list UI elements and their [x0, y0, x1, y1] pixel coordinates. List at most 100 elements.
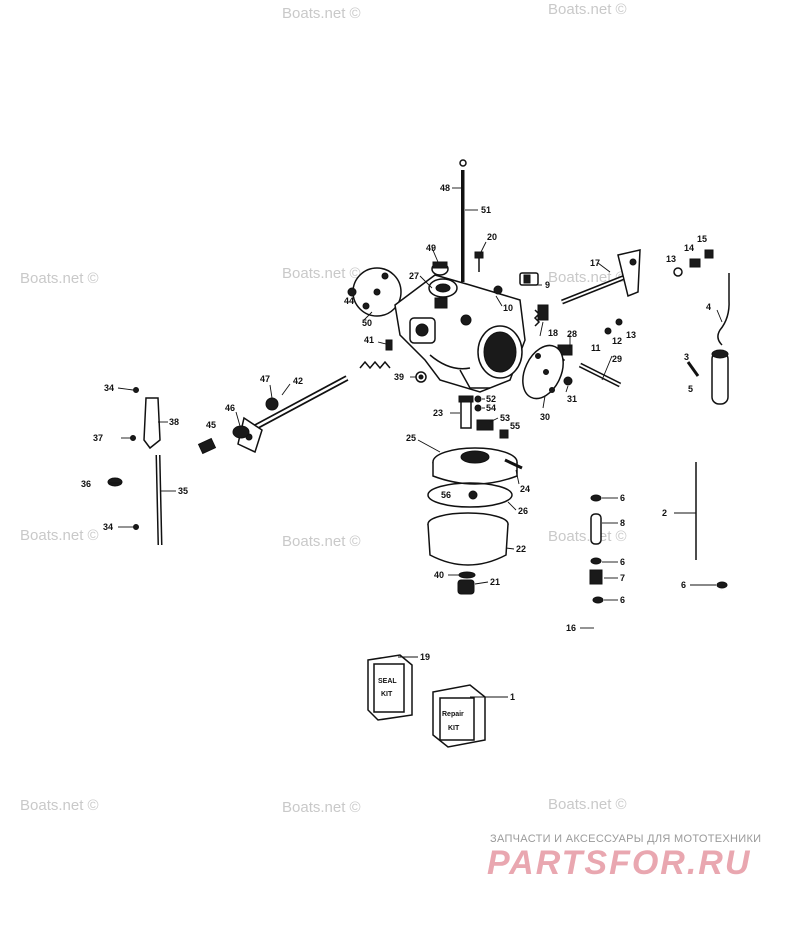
part-bushing-46 — [232, 425, 250, 439]
watermark: Boats.net © — [282, 799, 361, 816]
callout-6d: 6 — [681, 580, 686, 590]
callout-19: 19 — [420, 652, 430, 662]
callout-41: 41 — [364, 335, 374, 345]
callout-26: 26 — [518, 506, 528, 516]
repair-kit-label-2: KIT — [448, 725, 460, 732]
callout-38: 38 — [169, 417, 179, 427]
callout-34b: 34 — [103, 522, 113, 532]
callout-27: 27 — [409, 271, 419, 281]
callout-4: 4 — [706, 302, 711, 312]
seal-kit-label-1: SEAL — [378, 678, 397, 685]
callout-10: 10 — [503, 303, 513, 313]
callout-5: 5 — [688, 384, 693, 394]
part-rod-48-51 — [459, 159, 467, 282]
part-gasket-30 — [522, 344, 564, 400]
part-spring-41 — [359, 339, 393, 370]
callout-3: 3 — [684, 352, 689, 362]
part-56 — [468, 490, 478, 500]
callout-44: 44 — [344, 296, 354, 306]
callout-6c: 6 — [620, 595, 625, 605]
callout-28: 28 — [567, 329, 577, 339]
callout-6b: 6 — [620, 557, 625, 567]
callout-47: 47 — [260, 374, 270, 384]
part-plug-21 — [457, 579, 475, 595]
callout-39: 39 — [394, 372, 404, 382]
part-pin-24 — [504, 458, 523, 470]
callout-45: 45 — [206, 420, 216, 430]
callout-50: 50 — [362, 318, 372, 328]
callout-11: 11 — [591, 343, 601, 353]
callout-15: 15 — [697, 234, 707, 244]
part-shaft-42 — [237, 375, 349, 454]
part-gasket-50 — [352, 267, 402, 317]
watermark-layer: Boats.net © Boats.net © Boats.net © Boat… — [20, 1, 627, 816]
callout-2: 2 — [662, 508, 667, 518]
part-needle-23 — [458, 395, 474, 429]
callout-8: 8 — [620, 518, 625, 528]
part-47 — [265, 397, 279, 411]
part-clip-36 — [107, 477, 123, 487]
part-knob-49 — [431, 261, 449, 276]
part-clip-39 — [415, 371, 427, 383]
callout-54: 54 — [486, 403, 496, 413]
callout-48: 48 — [440, 183, 450, 193]
callout-13: 13 — [666, 254, 676, 264]
callout-14: 14 — [684, 243, 694, 253]
callout-16: 16 — [566, 623, 576, 633]
part-hose-8 — [590, 513, 602, 545]
part-fitting-9-10 — [493, 272, 539, 295]
callout-6a: 6 — [620, 493, 625, 503]
part-bracket-38 — [143, 397, 161, 450]
watermark: Boats.net © — [548, 796, 627, 813]
part-cylinder-5 — [711, 349, 729, 405]
part-pins-34-37 — [130, 387, 139, 530]
callout-13b: 13 — [626, 330, 636, 340]
callout-20: 20 — [487, 232, 497, 242]
callout-labels: 48 51 49 20 27 44 50 9 10 17 13 14 15 18… — [81, 183, 711, 702]
callout-42: 42 — [293, 376, 303, 386]
part-washers-52-54 — [474, 395, 482, 412]
leader-lines — [109, 187, 723, 698]
callout-53: 53 — [500, 413, 510, 423]
part-shaft-17 — [561, 249, 641, 305]
part-fuel-hose-16 — [596, 589, 724, 669]
callout-7: 7 — [620, 573, 625, 583]
part-screw-20 — [474, 251, 484, 272]
callout-34: 34 — [104, 383, 114, 393]
callout-22: 22 — [516, 544, 526, 554]
callout-30: 30 — [540, 412, 550, 422]
callout-9: 9 — [545, 280, 550, 290]
part-pin-3 — [686, 361, 700, 377]
callout-25: 25 — [406, 433, 416, 443]
callout-46: 46 — [225, 403, 235, 413]
part-screw-45 — [197, 437, 217, 455]
callout-31: 31 — [567, 394, 577, 404]
callout-1: 1 — [510, 692, 515, 702]
callout-12: 12 — [612, 336, 622, 346]
callout-36: 36 — [81, 479, 91, 489]
part-spring-18 — [533, 304, 549, 327]
callout-49: 49 — [426, 243, 436, 253]
callout-24: 24 — [520, 484, 530, 494]
watermark: Boats.net © — [20, 797, 99, 814]
callout-56: 56 — [441, 490, 451, 500]
callout-37: 37 — [93, 433, 103, 443]
callout-23: 23 — [433, 408, 443, 418]
part-link-4 — [717, 273, 730, 346]
watermark: Boats.net © — [20, 527, 99, 544]
callout-35: 35 — [178, 486, 188, 496]
part-clamps-6 — [590, 494, 728, 604]
watermark: Boats.net © — [282, 5, 361, 22]
callout-40: 40 — [434, 570, 444, 580]
callout-18: 18 — [548, 328, 558, 338]
part-53-55 — [476, 419, 509, 439]
seal-kit-label-2: KIT — [381, 691, 393, 698]
callout-17: 17 — [590, 258, 600, 268]
callout-55: 55 — [510, 421, 520, 431]
footer-tagline: ЗАПЧАСТИ И АКСЕССУАРЫ ДЛЯ МОТОТЕХНИКИ — [490, 833, 762, 845]
part-rod-35 — [155, 454, 163, 546]
footer-logo: PARTSFOR.RU — [487, 844, 752, 882]
seal-kit-19: SEAL KIT — [367, 654, 413, 721]
watermark: Boats.net © — [548, 528, 627, 545]
